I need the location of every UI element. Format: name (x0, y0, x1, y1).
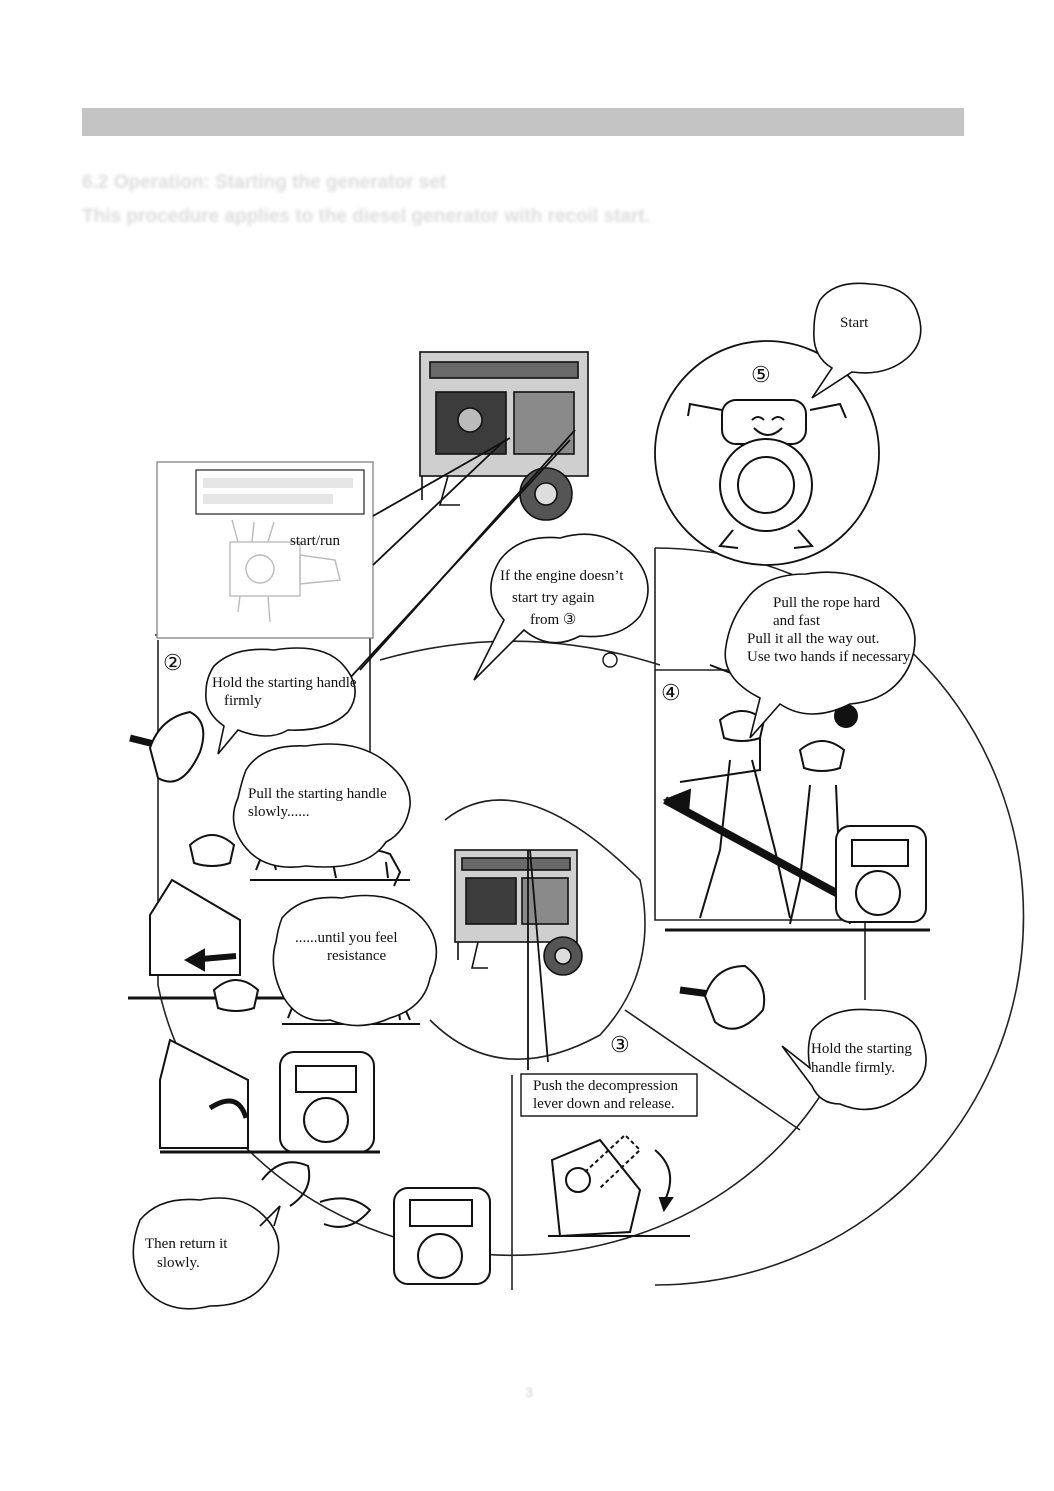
page-number: 3 (525, 1384, 533, 1400)
step3-lever (548, 1133, 690, 1238)
retry-bubble (473, 533, 649, 681)
resistance-line-1: ......until you feel (295, 930, 397, 946)
step2-number: ② (163, 650, 183, 675)
pull-slow-line-2: slowly...... (248, 804, 310, 820)
pull-hard-line-1: Pull the rope hard (773, 595, 881, 611)
inner-ring-top (379, 640, 661, 666)
step5-circle: ⑤ (654, 340, 880, 566)
divider-step3-right (624, 1009, 801, 1131)
switch-label: start/run (290, 533, 340, 549)
retry-line-3: from ③ (530, 612, 576, 628)
return-line-2: slowly. (157, 1255, 200, 1271)
step5-number: ⑤ (751, 362, 771, 387)
step2-resistance-bubble (272, 894, 438, 1027)
retry-line-2: start try again (512, 590, 595, 606)
ring-joint (602, 652, 618, 668)
retry-line-1: If the engine doesn’t (500, 568, 624, 584)
inner-ring (429, 799, 646, 1060)
step2-hold-bubble (205, 647, 356, 755)
step3-line-2: lever down and release. (533, 1096, 675, 1112)
return-line-1: Then return it (145, 1236, 228, 1252)
step4-hold-line-1: Hold the starting (811, 1041, 912, 1057)
step2-hold-line-2: firmly (224, 693, 262, 709)
step2-return-bubble (132, 1197, 281, 1310)
generator-top (419, 351, 589, 521)
right-panel-edge (654, 548, 866, 1000)
start-bubble (811, 282, 922, 399)
step2-hold-line-1: Hold the starting handle (212, 675, 357, 691)
pull-slow-line-1: Pull the starting handle (248, 786, 387, 802)
pull-hard-line-4: Use two hands if necessary. (747, 649, 913, 665)
step3-line-1: Push the decompression (533, 1078, 678, 1094)
hand-illustrations (129, 710, 766, 1228)
step4-hold-bubble (781, 1008, 927, 1111)
section-header-bar (82, 108, 964, 136)
step3-text-box (520, 1073, 698, 1117)
step4-number: ④ (661, 680, 681, 705)
switch-inset: start/run (156, 461, 374, 639)
pull-hard-line-3: Pull it all the way out. (747, 631, 880, 647)
resistance-line-2: resistance (327, 948, 386, 964)
generator-center (454, 849, 583, 976)
section-note: This procedure applies to the diesel gen… (82, 206, 651, 227)
step2-pull-slow-bubble (232, 743, 411, 868)
step4-pull-bubble (724, 571, 916, 739)
start-text: Start (840, 315, 869, 331)
step4-figures (662, 664, 930, 932)
step4-hold-line-2: handle firmly. (811, 1060, 895, 1076)
pull-hard-line-2: and fast (773, 613, 821, 629)
leader-lines (347, 429, 576, 1070)
step3-number: ③ (610, 1032, 630, 1057)
section-heading: 6.2 Operation: Starting the generator se… (82, 172, 447, 193)
